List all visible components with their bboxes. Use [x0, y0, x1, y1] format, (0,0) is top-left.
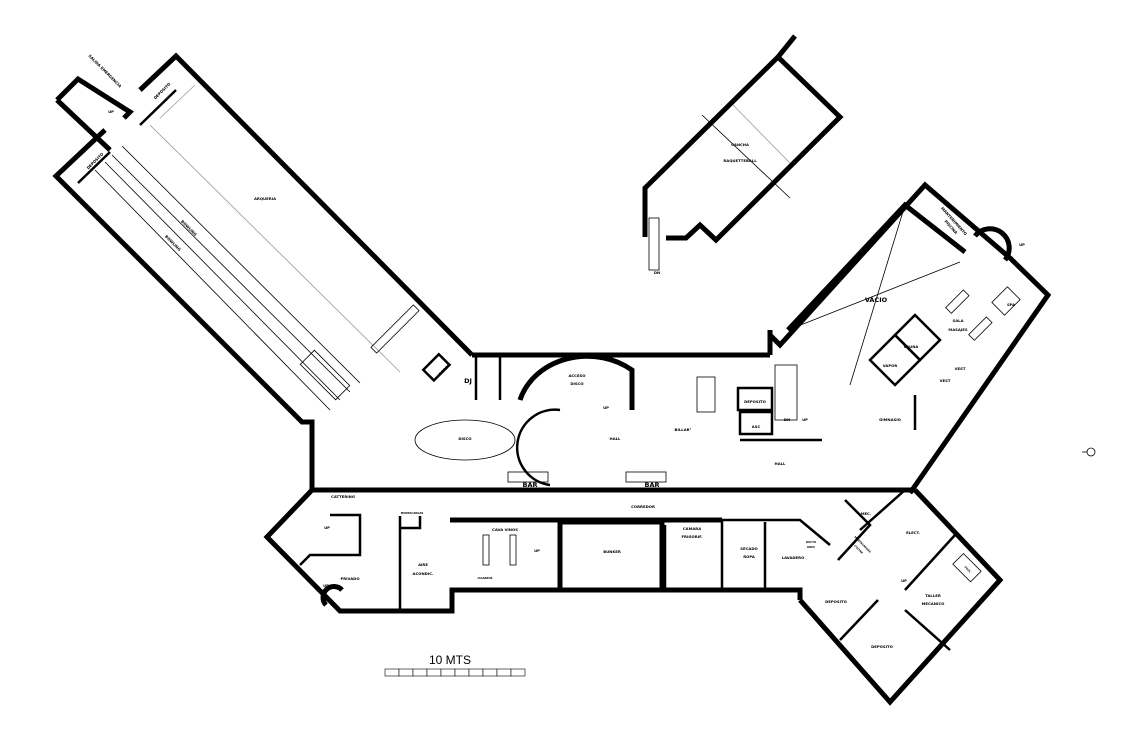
label-elect: ELECT.: [906, 530, 920, 535]
label-lavadero: LAVADERO: [782, 555, 805, 560]
label-disco-access: DISCO: [570, 381, 584, 386]
label-disco: DISCO: [458, 436, 472, 441]
label-salida-emergencia: SALIDA EMERGENCIA: [87, 53, 122, 88]
left-wing-labels: SALIDA EMERGENCIA DEPOSITO DEPOSITO UP A…: [85, 53, 276, 252]
label-dn: DN: [784, 417, 790, 422]
label-up: UP: [534, 548, 540, 553]
label-sala: SALA: [952, 318, 963, 323]
label-arqueria: ARQUERIA: [254, 196, 276, 201]
label-bunker: BUNKER: [603, 549, 621, 554]
label-cocina: COCINA: [853, 544, 864, 555]
label-sauna: SAUNA: [904, 344, 919, 349]
right-wing-walls: VACIO MANTENIMIENTO PISCINA UP SPA SALA …: [768, 181, 1052, 495]
label-cancha: CANCHA: [731, 142, 749, 147]
label-privado: PRIVADO: [340, 576, 360, 581]
scale-segment: [384, 668, 400, 677]
label-up: UP: [108, 109, 114, 114]
label-montacargas: MONTACARGAS: [401, 511, 424, 515]
label-taller: TALLER: [925, 593, 941, 598]
label-dj: DJ: [464, 377, 472, 385]
label-bar: BAR: [523, 481, 538, 489]
label-up: UP: [1019, 242, 1025, 247]
scale-segment: [454, 668, 470, 677]
label-up: UP: [324, 525, 330, 530]
label-billar: BILLAR°: [675, 427, 692, 432]
north-marker: [1082, 447, 1096, 457]
label-raquetteball: RAQUETTEBALL: [723, 158, 757, 163]
raquetball-court: CANCHA RAQUETTEBALL DN: [642, 34, 844, 275]
label-dn: DN: [654, 270, 660, 275]
label-camara: CAMARA: [683, 526, 701, 531]
scale-segment: [510, 668, 526, 677]
label-pool: POOL: [963, 565, 972, 574]
lower-walls: [263, 488, 1004, 706]
left-wing-walls: [52, 52, 474, 490]
label-deposito: DEPOSITO: [744, 399, 766, 404]
label-ducto-ropa: ROPA: [807, 545, 815, 549]
label-acceso: ACCESO: [568, 373, 586, 378]
lower-labels: CATTERING MONTACARGAS CAVA VINOS CAMARA …: [323, 494, 972, 649]
scale-segment: [468, 668, 484, 677]
label-deposito: DEPOSITO: [825, 599, 847, 604]
label-aire: AIRE: [418, 562, 428, 567]
label-up: UP: [802, 417, 808, 422]
label-vest: VEST: [955, 366, 966, 371]
label-ropa: ROPA: [743, 554, 755, 559]
label-vest: VEST: [940, 378, 951, 383]
label-hall: HALL: [610, 436, 622, 441]
label-hall: HALL: [775, 461, 787, 466]
scale-segment: [482, 668, 498, 677]
label-mec: MEC.: [861, 511, 872, 516]
scale-segment: [426, 668, 442, 677]
label-up: UP: [901, 578, 907, 583]
label-cattering: CATTERING: [331, 494, 355, 499]
label-bar: BAR: [645, 481, 660, 489]
label-mecanico: MECANICO: [922, 601, 945, 606]
scale-segment: [496, 668, 512, 677]
label-spa: SPA: [1007, 302, 1015, 307]
label-vapor: VAPOR: [883, 363, 898, 368]
label-gimnasio: GIMNASIO: [879, 417, 902, 422]
label-frigorif: FRIGORIF.: [681, 534, 703, 539]
label-acondic: ACONDIC.: [413, 571, 434, 576]
label-corredor: CORREDOR: [631, 504, 655, 509]
center-walls: [312, 330, 915, 493]
scale-bar: 10 MTS: [384, 653, 526, 677]
scale-segment: [398, 668, 414, 677]
label-ducto: DUCTO: [806, 540, 817, 544]
scale-label: 10 MTS: [429, 653, 471, 667]
label-cava-vinos: CAVA VINOS: [492, 527, 518, 532]
label-masajes: MASAJES: [948, 327, 967, 332]
label-cigarros: CIGARROS: [477, 576, 492, 580]
label-asc: ASC: [752, 424, 761, 429]
scale-segment: [440, 668, 456, 677]
label-secado: SECADO: [740, 546, 758, 551]
label-up: UP: [603, 405, 609, 410]
label-up: UP: [323, 583, 329, 588]
scale-segment: [412, 668, 428, 677]
label-bowling: BOWLING: [180, 219, 198, 237]
label-vacio: VACIO: [865, 296, 888, 304]
label-depos: DEPOS.: [438, 361, 453, 376]
center-labels: DEPOS. DJ ACCESO DISCO UP HALL DISCO BIL…: [438, 361, 809, 509]
label-deposito: DEPOSITO: [871, 644, 893, 649]
